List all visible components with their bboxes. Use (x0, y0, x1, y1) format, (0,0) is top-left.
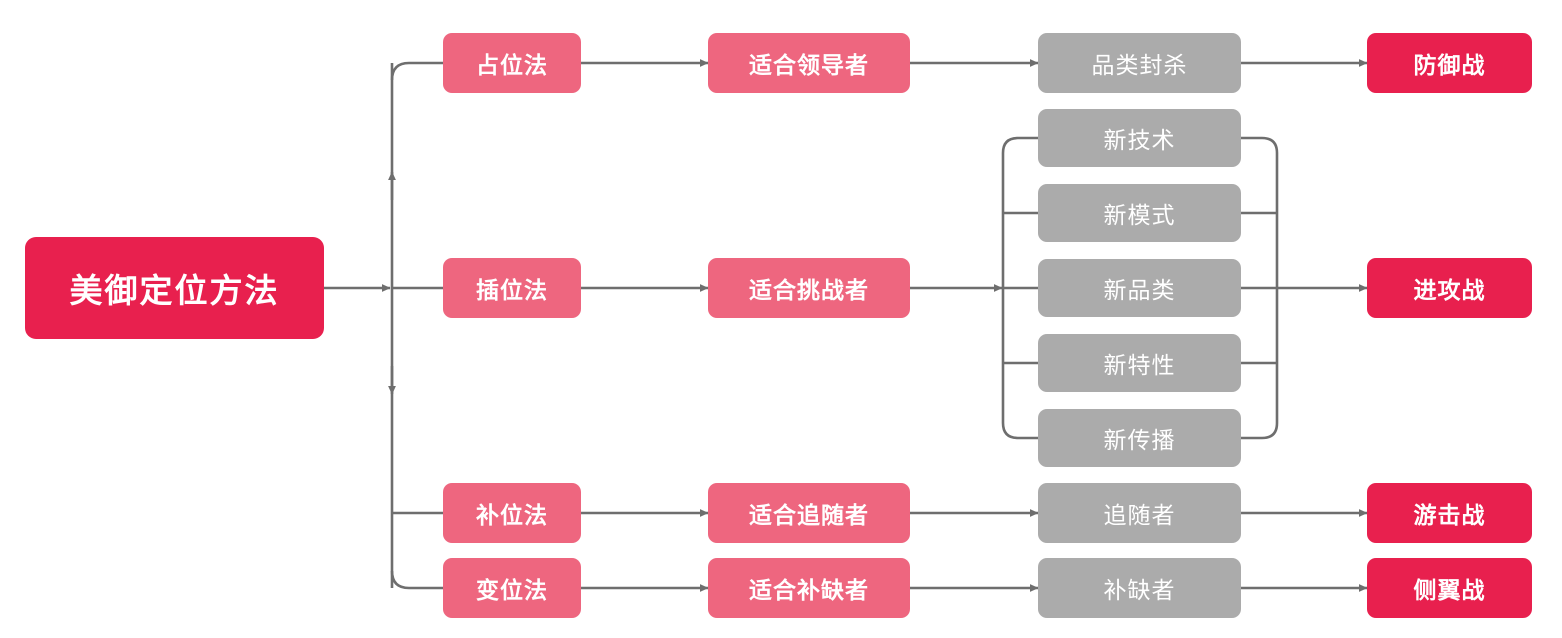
node-war-2[interactable]: 进攻战 (1367, 258, 1532, 318)
node-tactic-8[interactable]: 补缺者 (1038, 558, 1241, 618)
node-label: 适合补缺者 (749, 577, 869, 603)
node-label: 插位法 (476, 277, 548, 303)
node-fit-3[interactable]: 适合追随者 (708, 483, 910, 543)
node-tactic-4[interactable]: 新品类 (1038, 259, 1241, 317)
node-tactic-6[interactable]: 新传播 (1038, 409, 1241, 467)
node-method-3[interactable]: 补位法 (443, 483, 581, 543)
node-label: 占位法 (476, 52, 548, 78)
node-label: 游击战 (1413, 502, 1486, 528)
node-war-3[interactable]: 游击战 (1367, 483, 1532, 543)
node-tactic-7[interactable]: 追随者 (1038, 483, 1241, 543)
node-tactic-2[interactable]: 新技术 (1038, 109, 1241, 167)
node-label: 新模式 (1103, 202, 1176, 228)
node-tactic-1[interactable]: 品类封杀 (1038, 33, 1241, 93)
node-tactic-5[interactable]: 新特性 (1038, 334, 1241, 392)
node-war-4[interactable]: 侧翼战 (1367, 558, 1532, 618)
node-fit-1[interactable]: 适合领导者 (708, 33, 910, 93)
edge-spine-method-1 (390, 61, 443, 81)
node-label: 新特性 (1103, 352, 1176, 378)
node-fit-2[interactable]: 适合挑战者 (708, 258, 910, 318)
bracket-right-outer (1241, 136, 1279, 440)
node-label: 适合追随者 (749, 502, 869, 528)
node-label: 防御战 (1413, 52, 1486, 78)
node-label: 新传播 (1103, 427, 1176, 453)
node-label: 品类封杀 (1091, 52, 1188, 78)
node-label: 侧翼战 (1413, 577, 1486, 603)
node-root-label: 美御定位方法 (69, 272, 280, 309)
node-label: 补缺者 (1103, 577, 1176, 603)
node-label: 适合领导者 (749, 52, 869, 78)
node-label: 进攻战 (1413, 277, 1486, 303)
node-label: 新品类 (1103, 277, 1176, 303)
node-label: 补位法 (476, 502, 548, 528)
node-label: 变位法 (476, 577, 548, 603)
node-label: 适合挑战者 (749, 277, 869, 303)
node-label: 新技术 (1103, 127, 1176, 153)
node-method-2[interactable]: 插位法 (443, 258, 581, 318)
bracket-left-outer (1001, 136, 1038, 440)
node-label: 追随者 (1103, 502, 1176, 528)
node-fit-4[interactable]: 适合补缺者 (708, 558, 910, 618)
edge-spine-method-4 (390, 570, 443, 590)
node-war-1[interactable]: 防御战 (1367, 33, 1532, 93)
node-root[interactable]: 美御定位方法 (25, 237, 324, 339)
node-tactic-3[interactable]: 新模式 (1038, 184, 1241, 242)
node-method-4[interactable]: 变位法 (443, 558, 581, 618)
node-method-1[interactable]: 占位法 (443, 33, 581, 93)
